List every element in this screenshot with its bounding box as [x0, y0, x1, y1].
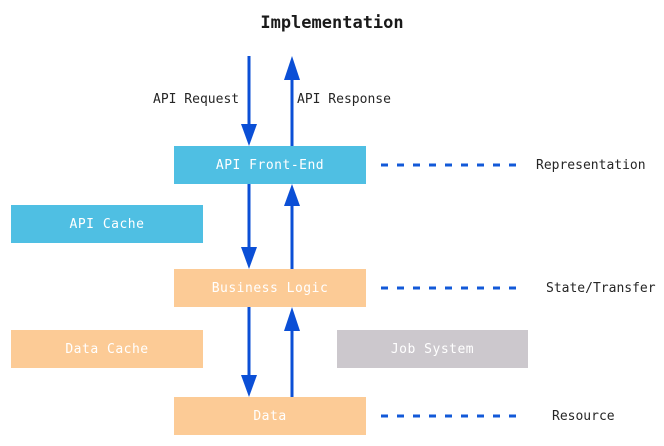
- arrow-logic-to-frontend: [284, 184, 300, 269]
- page-title: Implementation: [260, 13, 404, 33]
- layer-label-representation: Representation: [536, 158, 646, 173]
- flow-label-api-request: API Request: [153, 92, 240, 107]
- arrow-logic-to-data: [241, 307, 257, 397]
- layer-label-state-transfer: State/Transfer: [546, 281, 656, 296]
- arrow-data-to-logic: [284, 307, 300, 397]
- flow-label-api-response: API Response: [297, 92, 391, 107]
- layer-label-resource: Resource: [552, 409, 615, 424]
- arrow-api-request: [241, 56, 257, 146]
- node-data-cache[interactable]: Data Cache: [11, 330, 203, 368]
- node-api-front-end[interactable]: API Front-End: [174, 146, 366, 184]
- node-data[interactable]: Data: [174, 397, 366, 435]
- arrow-api-response: [284, 56, 300, 146]
- node-job-system[interactable]: Job System: [337, 330, 528, 368]
- node-business-logic[interactable]: Business Logic: [174, 269, 366, 307]
- arrow-frontend-to-logic: [241, 184, 257, 269]
- node-api-cache[interactable]: API Cache: [11, 205, 203, 243]
